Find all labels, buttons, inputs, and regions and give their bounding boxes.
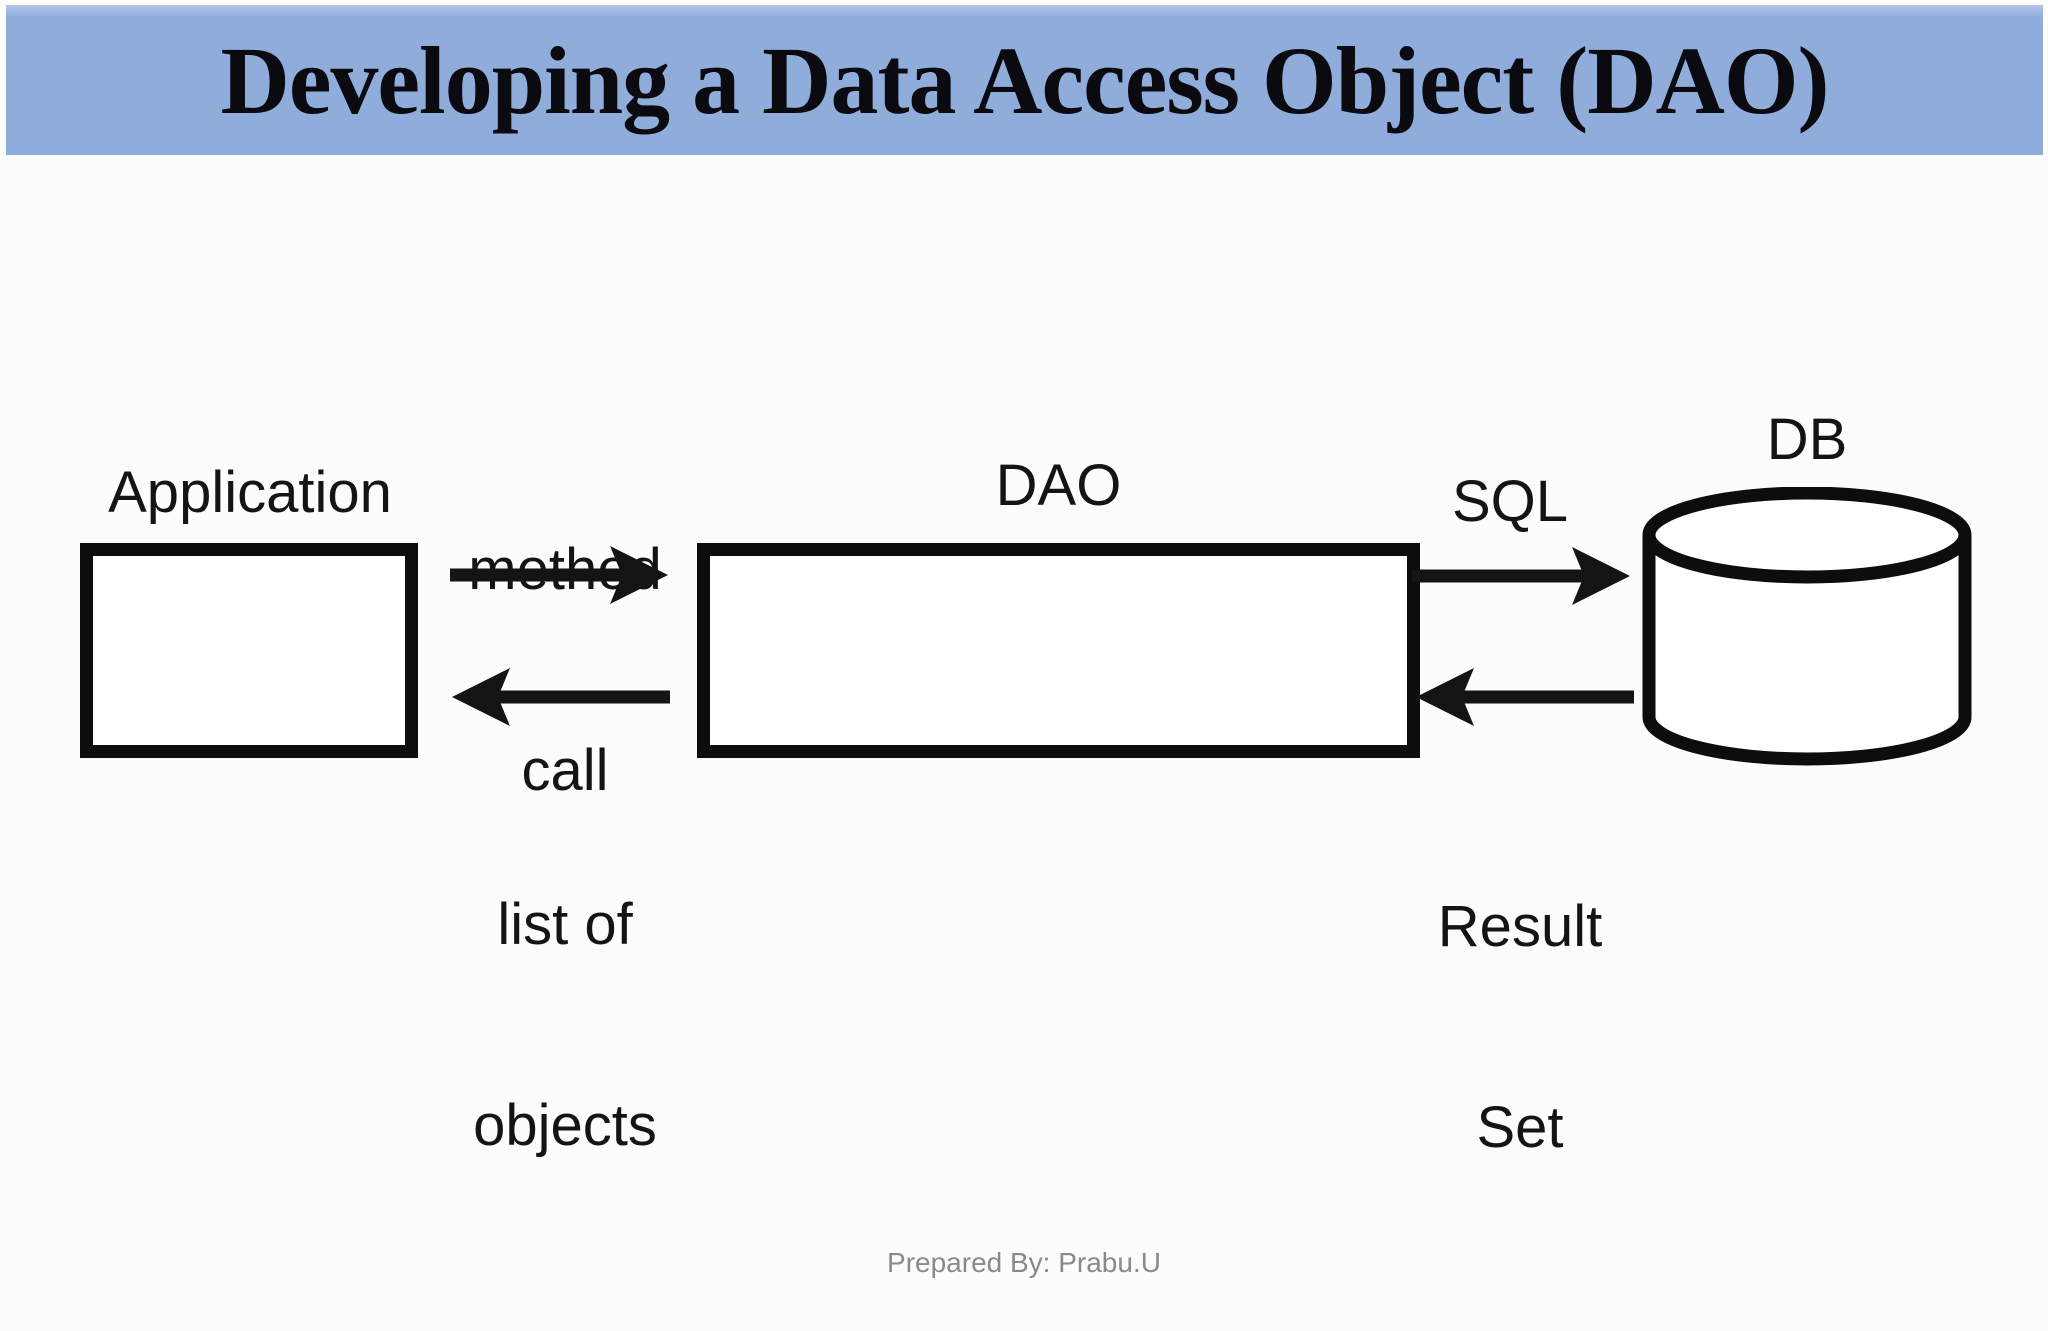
dao-label: DAO bbox=[995, 453, 1122, 518]
sql-label: SQL bbox=[1451, 469, 1569, 534]
dao-box bbox=[697, 543, 1420, 758]
list-of-objects-line2: objects bbox=[473, 1093, 657, 1158]
page-title: Developing a Data Access Object (DAO) bbox=[220, 26, 1829, 134]
result-set-line2: Set bbox=[1476, 1095, 1564, 1160]
application-box bbox=[80, 543, 418, 758]
footer-credit: Prepared By: Prabu.U bbox=[887, 1247, 1161, 1278]
result-set-label: Result Set bbox=[1410, 759, 1630, 1295]
list-of-objects-line1: list of bbox=[497, 892, 633, 957]
result-set-line1: Result bbox=[1437, 894, 1603, 959]
arrow-left-result-set-icon bbox=[1416, 668, 1634, 726]
db-label: DB bbox=[1766, 407, 1848, 472]
application-label: Application bbox=[108, 460, 392, 525]
list-of-objects-label: list of objects bbox=[445, 757, 685, 1293]
arrow-right-method-call-icon bbox=[450, 546, 668, 604]
database-cylinder-icon bbox=[1642, 487, 1972, 766]
arrow-right-sql-icon bbox=[1412, 547, 1630, 605]
arrow-left-list-of-objects-icon bbox=[452, 668, 670, 726]
method-call-line2: call bbox=[521, 738, 609, 803]
title-bar: Developing a Data Access Object (DAO) bbox=[6, 5, 2043, 155]
